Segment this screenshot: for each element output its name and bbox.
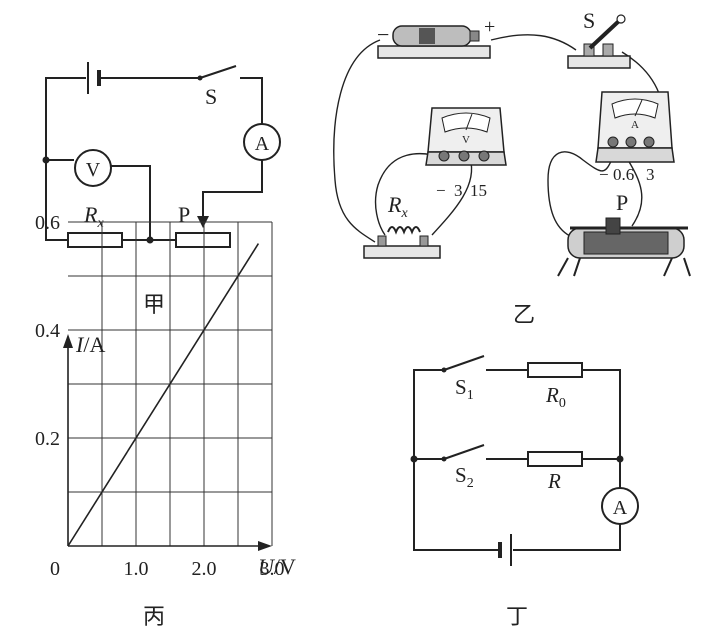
- ammeter-face-label: A: [631, 119, 639, 131]
- plot-series: [67, 243, 260, 547]
- y-tick-label: 0.4: [35, 320, 60, 342]
- ammeter-terminal-0.6: 0.6: [613, 165, 634, 184]
- rheostat-device: P: [557, 190, 691, 277]
- r-label: R: [547, 469, 561, 493]
- ammeter-device: A − 0.6 3: [595, 91, 675, 184]
- slider-p-label: P: [616, 190, 628, 215]
- caption-jia: 甲: [143, 292, 165, 317]
- ammeter-terminal-neg: −: [599, 165, 609, 184]
- r0-label: R0: [545, 383, 566, 411]
- knife-switch-device: S: [567, 8, 631, 69]
- rx-device: Rx: [363, 192, 441, 259]
- y-tick-label: 0.2: [35, 428, 60, 450]
- iu-line: [67, 243, 260, 547]
- ammeter-ding-letter: A: [613, 497, 628, 519]
- resistor-rx: [67, 232, 123, 248]
- junction-ding-right: [616, 455, 624, 463]
- ammeter-terminal-3: 3: [646, 165, 655, 184]
- y-axis-arrow: [63, 334, 73, 348]
- battery-device: − +: [377, 16, 495, 59]
- voltmeter-face-label: V: [462, 134, 470, 146]
- voltmeter-device: V − 3 15: [425, 107, 507, 200]
- battery-positive-label: +: [484, 16, 495, 38]
- rheostat: [175, 232, 231, 248]
- graph-bing: 1.0 2.0 3.0 0.2 0.4 0.6 I/A U/V 0 丙: [35, 212, 296, 629]
- x-tick-label: 3.0: [260, 558, 285, 580]
- voltmeter-terminal-neg: −: [436, 181, 446, 200]
- origin-label: 0: [50, 558, 60, 580]
- x-axis-label: U/V: [258, 554, 296, 579]
- caption-yi: 乙: [513, 302, 535, 327]
- y-axis-label: I/A: [75, 332, 105, 357]
- s1-label: S1: [455, 375, 474, 403]
- caption-ding: 丁: [506, 604, 528, 629]
- junction-mid: [146, 236, 154, 244]
- switch-label: S: [205, 84, 217, 109]
- switch-blade: [199, 65, 237, 79]
- rx-device-label: Rx: [387, 192, 408, 221]
- switch-s-label: S: [583, 8, 595, 33]
- battery-negative-label: −: [377, 22, 389, 47]
- junction-left: [42, 156, 50, 164]
- ammeter-letter: A: [255, 133, 270, 155]
- x-axis-arrow: [258, 541, 272, 551]
- voltmeter-symbol: [74, 149, 112, 187]
- apparatus-yi: − + S A − 0.6 3: [333, 8, 691, 327]
- resistor-r: [527, 451, 583, 467]
- voltmeter-terminal-3: 3: [454, 181, 463, 200]
- resistor-r0: [527, 362, 583, 378]
- x-tick-label: 2.0: [192, 558, 217, 580]
- rx-label: Rx: [83, 202, 104, 231]
- circuit-ding: A S1 R0 S2 R 丁: [410, 355, 639, 629]
- slider-label: P: [178, 202, 190, 227]
- s2-blade: [443, 444, 485, 460]
- junction-ding-left: [410, 455, 418, 463]
- s2-label: S2: [455, 463, 474, 491]
- plot-ticks: 1.0 2.0 3.0 0.2 0.4 0.6: [35, 212, 285, 580]
- circuit-jia: S A V Rx P 甲: [42, 62, 281, 317]
- x-tick-label: 1.0: [124, 558, 149, 580]
- s1-blade: [443, 355, 485, 371]
- voltmeter-letter: V: [86, 159, 101, 181]
- voltmeter-terminal-15: 15: [470, 181, 487, 200]
- caption-bing: 丙: [143, 604, 165, 629]
- y-tick-label: 0.6: [35, 212, 60, 234]
